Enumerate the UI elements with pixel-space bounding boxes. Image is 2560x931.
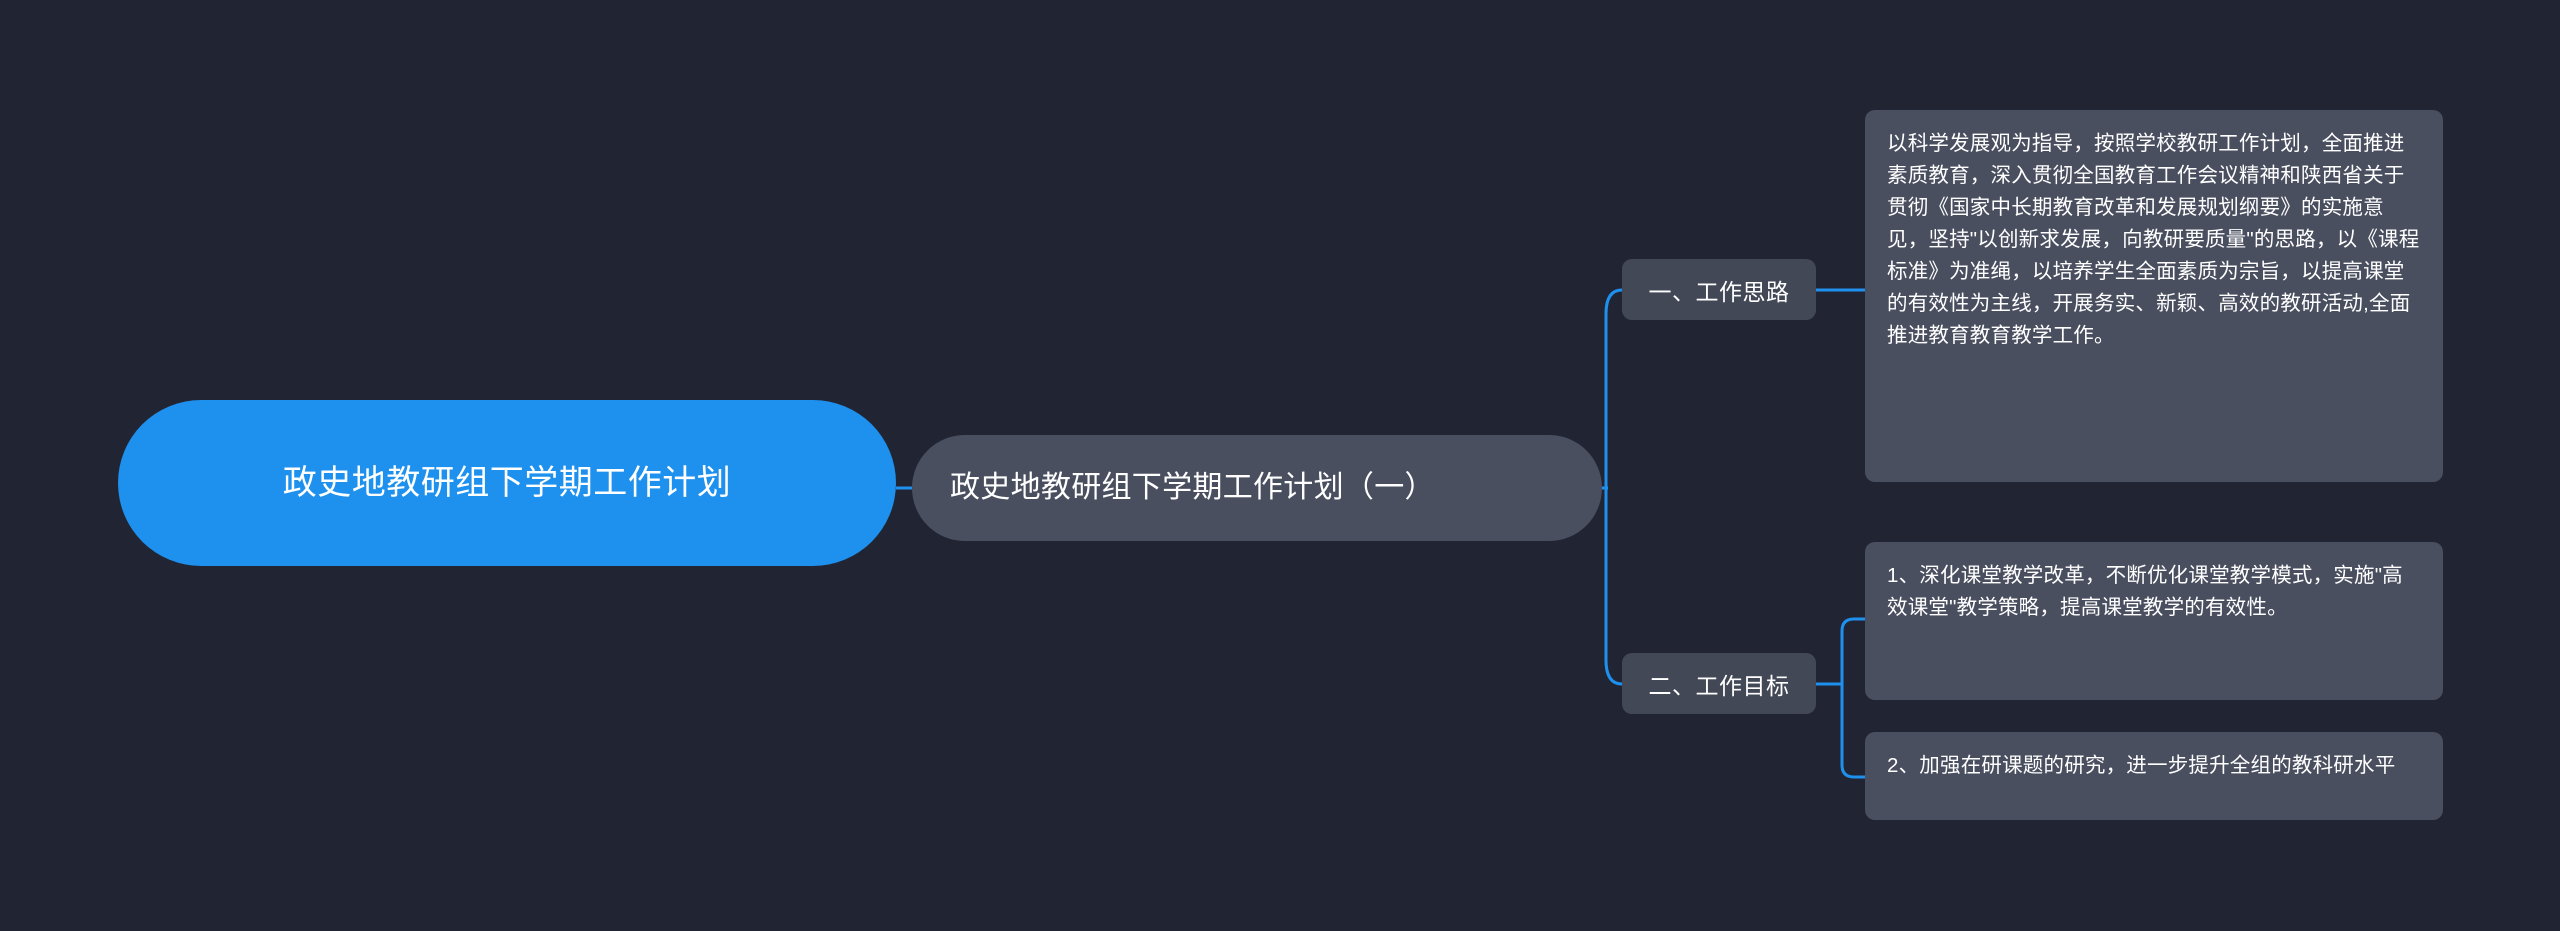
edge-trunk-to-branch-2 (1600, 486, 1624, 686)
detail-node-work-goal-1[interactable]: 1、深化课堂教学改革，不断优化课堂教学模式，实施"高效课堂"教学策略，提高课堂教… (1865, 542, 2443, 700)
branch-label-work-approach[interactable]: 一、工作思路 (1622, 259, 1816, 320)
edge-branch-2-to-detail-3 (1840, 682, 1867, 779)
edge-branch-2-to-detail-2 (1840, 617, 1867, 686)
topic-node[interactable]: 政史地教研组下学期工作计划（一） (912, 435, 1602, 541)
edge-trunk-to-branch-1 (1600, 288, 1624, 490)
root-node[interactable]: 政史地教研组下学期工作计划 (118, 400, 896, 566)
branch-label-work-goals[interactable]: 二、工作目标 (1622, 653, 1816, 714)
detail-node-work-approach-1[interactable]: 以科学发展观为指导，按照学校教研工作计划，全面推进素质教育，深入贯彻全国教育工作… (1865, 110, 2443, 482)
detail-node-work-goal-2[interactable]: 2、加强在研课题的研究，进一步提升全组的教科研水平 (1865, 732, 2443, 820)
